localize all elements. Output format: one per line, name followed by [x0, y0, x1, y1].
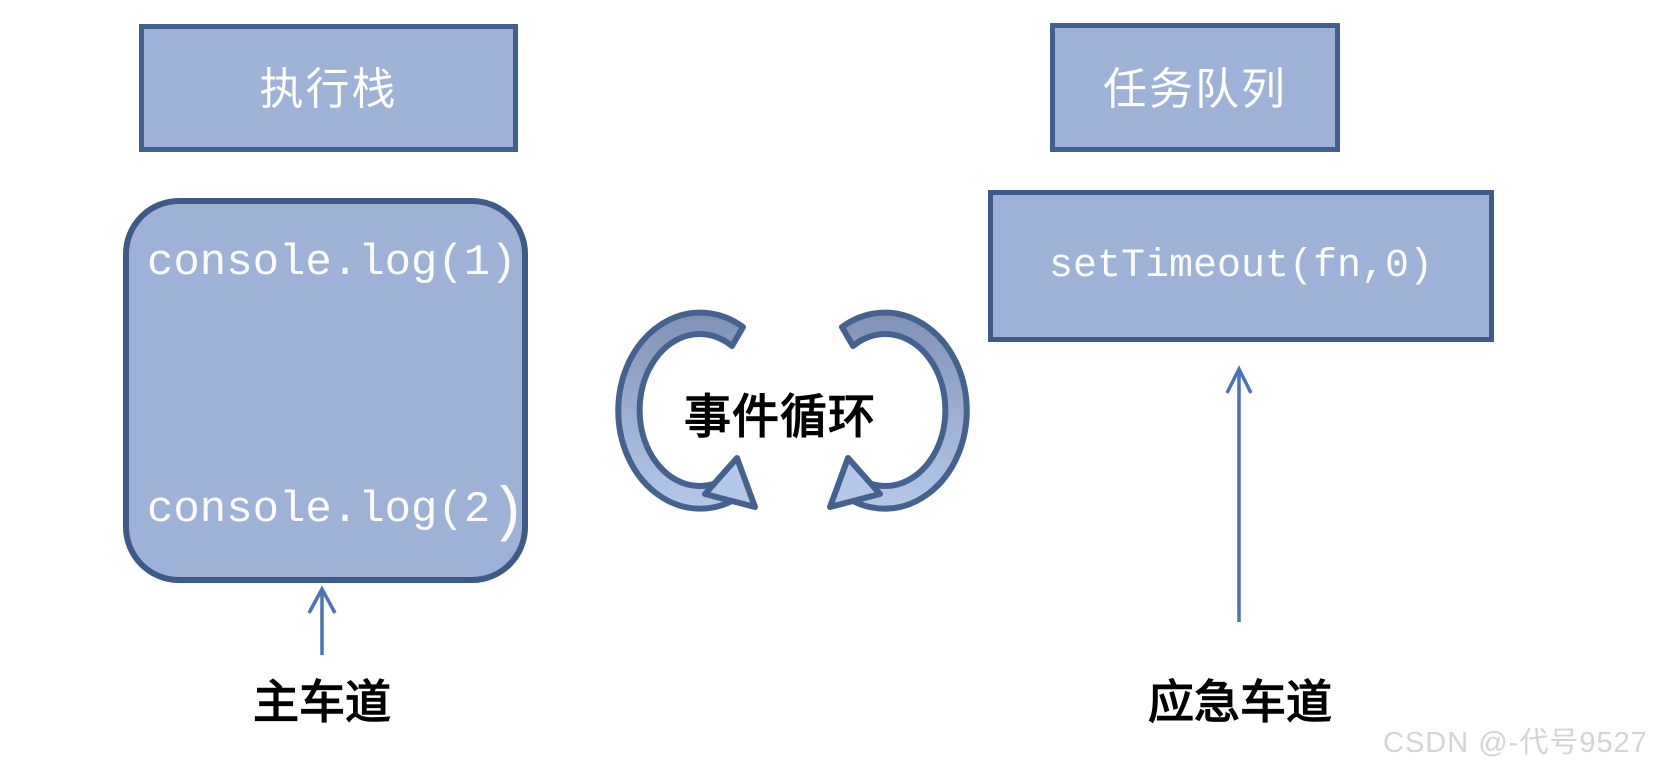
- event-loop-label: 事件循环: [684, 390, 876, 443]
- execution-stack-title: 执行栈: [259, 65, 398, 114]
- task-queue-header-box: 任务队列: [1050, 23, 1340, 152]
- code-line-console-log-2-closing-paren: ): [490, 480, 527, 548]
- code-line-settimeout: setTimeout(fn,0): [1048, 243, 1434, 289]
- execution-stack-header-box: 执行栈: [139, 24, 518, 152]
- emergency-lane-up-arrow-icon: [1225, 365, 1253, 622]
- main-lane-up-arrow-icon: [307, 585, 337, 655]
- code-line-console-log-2: console.log(2): [147, 484, 526, 544]
- csdn-watermark: CSDN @-代号9527: [1383, 727, 1648, 759]
- main-lane-label: 主车道: [253, 676, 391, 728]
- task-queue-title: 任务队列: [1103, 64, 1287, 114]
- emergency-lane-label: 应急车道: [1148, 676, 1332, 728]
- call-stack-box: console.log(1) console.log(2): [123, 198, 528, 583]
- task-queue-item-box: setTimeout(fn,0): [988, 190, 1494, 342]
- code-line-console-log-1: console.log(1): [147, 238, 517, 288]
- code-line-console-log-2-text: console.log(2: [147, 485, 491, 535]
